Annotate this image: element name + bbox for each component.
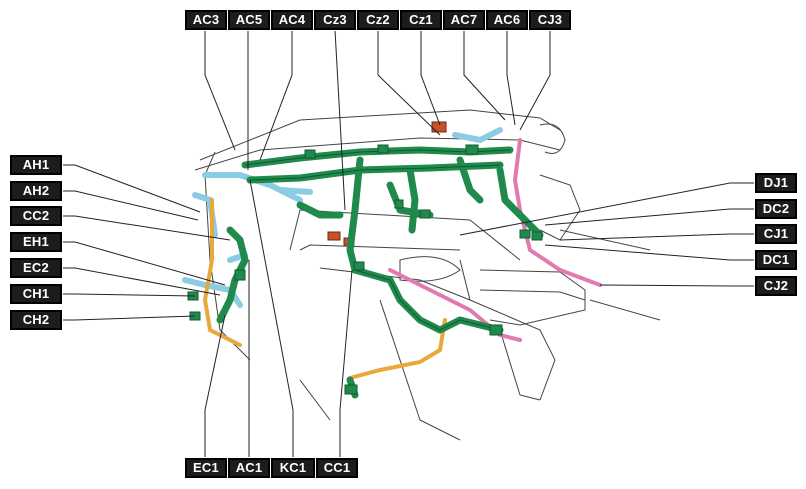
label-ac4: AC4 [270, 9, 314, 31]
label-text: EH1 [23, 234, 49, 249]
label-ac5: AC5 [227, 9, 271, 31]
label-dc2: DC2 [754, 198, 798, 220]
label-text: AH1 [22, 157, 50, 172]
label-ah2: AH2 [9, 180, 63, 202]
label-text: AC3 [192, 12, 220, 27]
label-cz2: Cz2 [356, 9, 400, 31]
label-text: AC4 [278, 12, 306, 27]
label-text: KC1 [279, 460, 307, 475]
label-cz3: Cz3 [313, 9, 357, 31]
orange-harness [202, 198, 447, 380]
label-ac1: AC1 [227, 457, 271, 479]
label-text: EC2 [23, 260, 49, 275]
label-text: Cz3 [323, 12, 347, 27]
label-text: CC2 [22, 208, 50, 223]
label-ac3: AC3 [184, 9, 228, 31]
label-cj1: CJ1 [754, 223, 798, 245]
label-ac7: AC7 [442, 9, 486, 31]
label-text: CC1 [323, 460, 351, 475]
label-eh1: EH1 [9, 231, 63, 253]
label-cz1: Cz1 [399, 9, 443, 31]
label-text: DC1 [762, 252, 790, 267]
label-text: AC6 [493, 12, 521, 27]
label-cj2: CJ2 [754, 275, 798, 297]
label-dj1: DJ1 [754, 172, 798, 194]
label-text: CJ1 [763, 226, 789, 241]
label-text: AC5 [235, 12, 263, 27]
leader-lines [62, 29, 755, 458]
label-ah1: AH1 [9, 154, 63, 176]
label-kc1: KC1 [270, 457, 316, 479]
label-ac6: AC6 [485, 9, 529, 31]
label-cc1: CC1 [315, 457, 359, 479]
label-cc2: CC2 [9, 205, 63, 227]
label-text: CJ3 [537, 12, 563, 27]
label-ec2: EC2 [9, 257, 63, 279]
label-text: AH2 [22, 183, 50, 198]
label-text: CH1 [22, 286, 50, 301]
label-text: Cz1 [409, 12, 433, 27]
label-text: AC1 [235, 460, 263, 475]
label-dc1: DC1 [754, 249, 798, 271]
label-text: DJ1 [763, 175, 789, 190]
label-text: EC1 [193, 460, 219, 475]
label-text: Cz2 [366, 12, 390, 27]
label-ch2: CH2 [9, 309, 63, 331]
label-ch1: CH1 [9, 283, 63, 305]
label-cj3: CJ3 [528, 9, 572, 31]
label-text: AC7 [450, 12, 478, 27]
label-ec1: EC1 [184, 457, 228, 479]
label-text: CJ2 [763, 278, 789, 293]
label-text: DC2 [762, 201, 790, 216]
label-text: CH2 [22, 312, 50, 327]
